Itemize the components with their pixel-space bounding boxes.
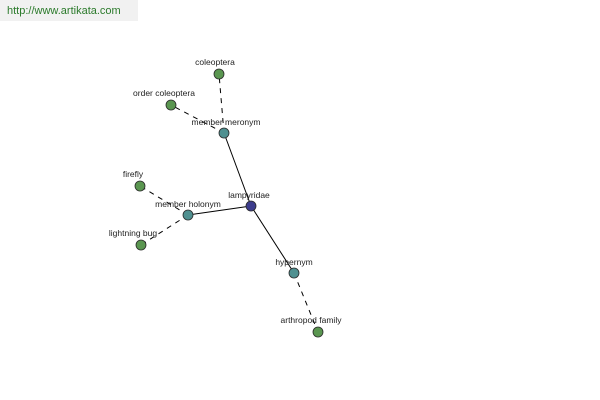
leaf-node-icon[interactable] [165,99,177,111]
node-firefly[interactable]: firefly [123,169,146,192]
node-lampyridae[interactable]: lampyridae [228,190,270,212]
edge-hypernym-to-arthropod-family [293,272,319,333]
site-url-link[interactable]: http://www.artikata.com [7,5,121,17]
node-label-lightning-bug: lightning bug [109,228,157,238]
edge-lampyridae-to-member-meronym [223,132,252,207]
relation-node-icon[interactable] [218,127,230,139]
node-arthropod-family[interactable]: arthropod family [281,315,343,338]
node-label-firefly: firefly [123,169,144,179]
node-order-coleoptera[interactable]: order coleoptera [133,88,195,111]
node-member-holonym[interactable]: member holonym [155,199,221,221]
node-member-meronym[interactable]: member meronym [192,117,261,139]
leaf-node-icon[interactable] [312,326,324,338]
node-label-member-meronym: member meronym [192,117,261,127]
node-label-arthropod-family: arthropod family [281,315,343,325]
relation-node-icon[interactable] [182,209,194,221]
top-bar: http://www.artikata.com [0,0,138,21]
node-label-member-holonym: member holonym [155,199,221,209]
graph-nodes: lampyridae member meronym member holonym hy… [109,57,343,338]
edge-lampyridae-to-member-holonym [187,205,252,216]
node-hypernym[interactable]: hypernym [275,257,313,279]
node-coleoptera[interactable]: coleoptera [195,57,235,80]
node-label-lampyridae: lampyridae [228,190,270,200]
leaf-node-icon[interactable] [134,180,146,192]
node-label-order-coleoptera: order coleoptera [133,88,195,98]
center-node-icon[interactable] [245,200,257,212]
relation-node-icon[interactable] [288,267,300,279]
graph-edges [139,73,319,333]
leaf-node-icon[interactable] [135,239,147,251]
node-lightning-bug[interactable]: lightning bug [109,228,157,251]
node-label-hypernym: hypernym [275,257,312,267]
node-label-coleoptera: coleoptera [195,57,235,67]
leaf-node-icon[interactable] [213,68,225,80]
edge-lampyridae-to-hypernym [250,205,295,274]
